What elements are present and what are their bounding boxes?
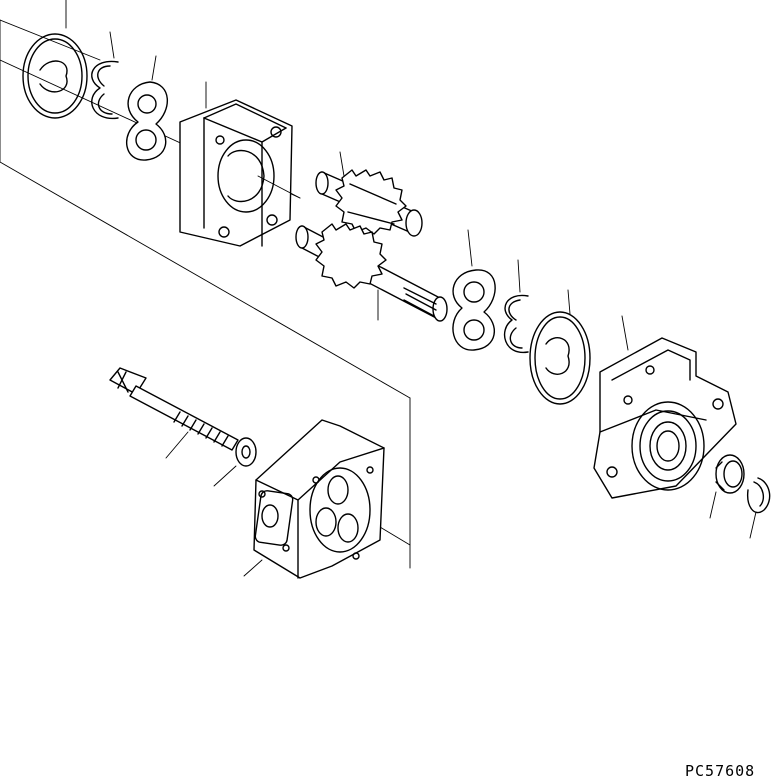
driven-gear-shaft-lower: [295, 223, 448, 322]
drive-gear-upper: [315, 151, 423, 237]
drawing-code: PC57608: [685, 762, 756, 780]
through-bolt: [109, 367, 239, 459]
wear-plate-right: [452, 229, 496, 351]
rear-cover: [243, 419, 385, 579]
backup-ring-left: [91, 31, 119, 120]
washer: [213, 437, 257, 487]
backup-ring-right: [503, 259, 529, 353]
gear-housing: [179, 81, 301, 247]
mounting-flange-body: [593, 315, 737, 499]
wear-plate-left: [125, 55, 169, 161]
o-ring-left: [22, 0, 88, 119]
oil-seal: [709, 454, 745, 519]
snap-ring: [747, 477, 771, 539]
o-ring-right: [529, 289, 591, 405]
